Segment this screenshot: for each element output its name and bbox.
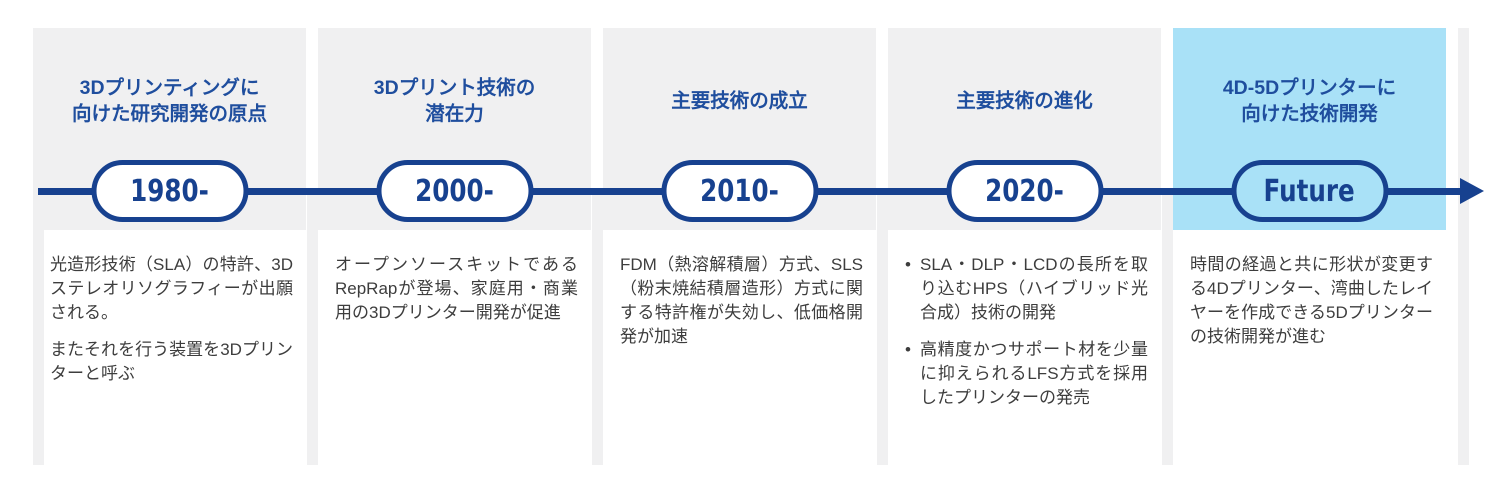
timeline-column-2020: 主要技術の進化 • SLA・DLP・LCDの長所を取り込むHPS（ハイブリッド光… (888, 28, 1161, 465)
column-body: オープンソースキットであるRepRapが登場、家庭用・商業用の3Dプリンター開発… (318, 230, 591, 465)
period-pill: Future (1231, 160, 1388, 222)
column-title: 3Dプリンティングに 向けた研究開発の原点 (71, 77, 267, 125)
column-separator (33, 192, 44, 465)
timeline-column-1980: 3Dプリンティングに 向けた研究開発の原点 光造形技術（SLA）の特許、3Dステ… (33, 28, 306, 465)
bullet-text: 高精度かつサポート材を少量に抑えられるLFS方式を採用したプリンターの発売 (920, 340, 1148, 407)
period-label: 2000- (415, 173, 494, 209)
column-separator (1458, 28, 1469, 465)
period-pill: 2020- (946, 160, 1103, 222)
column-separator (592, 192, 603, 465)
timeline-column-future: 4D-5Dプリンターに 向けた技術開発 時間の経過と共に形状が変更する4Dプリン… (1173, 28, 1446, 465)
period-label: 2010- (700, 173, 779, 209)
bullet-dot: • (905, 255, 911, 274)
period-label: Future (1263, 173, 1356, 209)
body-paragraph: またそれを行う装置を3Dプリンターと呼ぶ (50, 340, 293, 383)
column-title: 主要技術の進化 (956, 90, 1093, 112)
period-pill: 2010- (661, 160, 818, 222)
timeline-column-2010: 主要技術の成立 FDM（熱溶解積層）方式、SLS（粉末焼結積層造形）方式に関する… (603, 28, 876, 465)
timeline-arrowhead-icon (1460, 178, 1484, 204)
timeline-column-2000: 3Dプリント技術の 潜在力 オープンソースキットであるRepRapが登場、家庭用… (318, 28, 591, 465)
bullet-text: SLA・DLP・LCDの長所を取り込むHPS（ハイブリッド光合成）技術の開発 (920, 255, 1148, 322)
column-body: 光造形技術（SLA）の特許、3Dステレオリソグラフィーが出願される。 またそれを… (33, 230, 306, 465)
body-paragraph: 光造形技術（SLA）の特許、3Dステレオリソグラフィーが出願される。 (50, 255, 293, 322)
column-separator (1162, 192, 1173, 465)
bullet-dot: • (905, 340, 911, 359)
column-body: • SLA・DLP・LCDの長所を取り込むHPS（ハイブリッド光合成）技術の開発… (888, 230, 1161, 465)
column-header: 3Dプリント技術の 潜在力 (318, 28, 591, 230)
period-pill: 1980- (91, 160, 248, 222)
column-separator (307, 192, 318, 465)
column-title: 3Dプリント技術の 潜在力 (373, 77, 536, 125)
bullet-item: • SLA・DLP・LCDの長所を取り込むHPS（ハイブリッド光合成）技術の開発 (905, 253, 1148, 325)
column-body: FDM（熱溶解積層）方式、SLS（粉末焼結積層造形）方式に関する特許権が失効し、… (603, 230, 876, 465)
body-paragraph: FDM（熱溶解積層）方式、SLS（粉末焼結積層造形）方式に関する特許権が失効し、… (620, 255, 863, 346)
column-body: 時間の経過と共に形状が変更する4Dプリンター、湾曲したレイヤーを作成できる5Dプ… (1173, 230, 1446, 465)
column-separator (877, 192, 888, 465)
body-paragraph: オープンソースキットであるRepRapが登場、家庭用・商業用の3Dプリンター開発… (335, 255, 578, 322)
bullet-item: • 高精度かつサポート材を少量に抑えられるLFS方式を採用したプリンターの発売 (905, 338, 1148, 410)
column-title: 主要技術の成立 (671, 90, 808, 112)
body-paragraph: 時間の経過と共に形状が変更する4Dプリンター、湾曲したレイヤーを作成できる5Dプ… (1190, 255, 1433, 346)
period-label: 2020- (985, 173, 1064, 209)
column-header: 主要技術の進化 (888, 28, 1161, 230)
column-title: 4D-5Dプリンターに 向けた技術開発 (1222, 77, 1397, 125)
period-label: 1980- (130, 173, 209, 209)
period-pill: 2000- (376, 160, 533, 222)
